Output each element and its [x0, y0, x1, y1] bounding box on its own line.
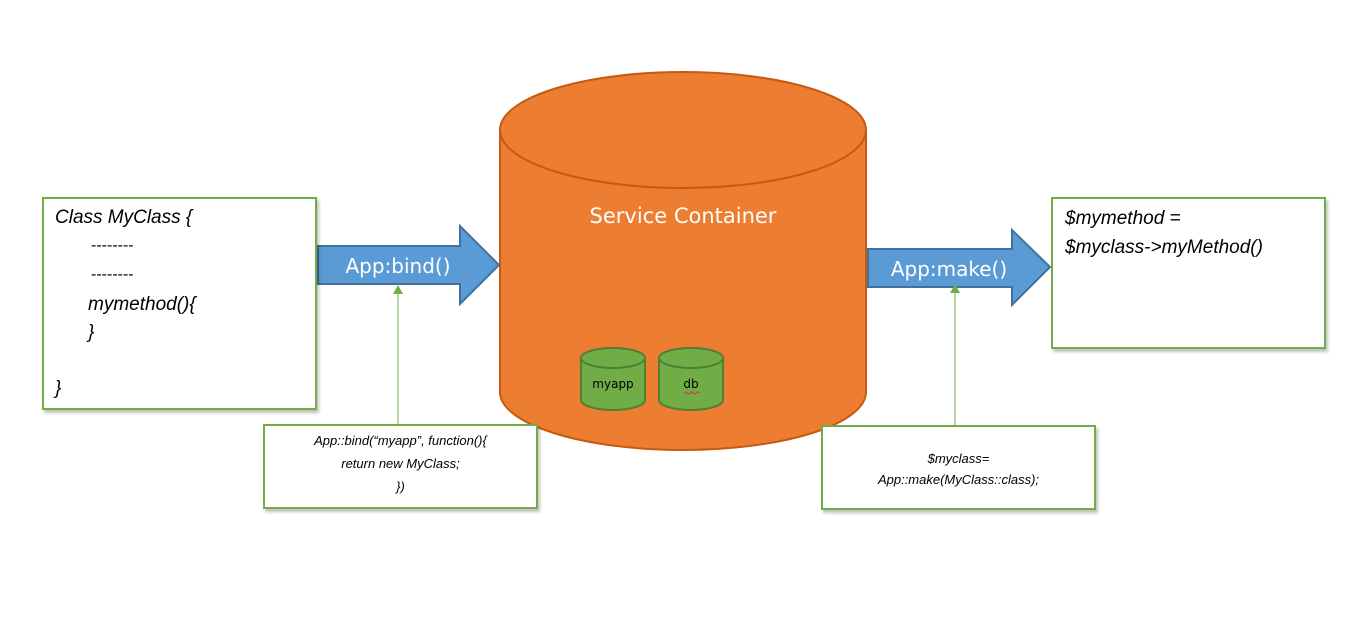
make-code-note: $myclass= App::make(MyClass::class);	[821, 425, 1096, 510]
bind-note-line-2: return new MyClass;	[341, 456, 460, 471]
method-close-brace: }	[88, 322, 95, 343]
result-line-2: $myclass->myMethod()	[1065, 237, 1263, 258]
bind-arrow[interactable]	[317, 223, 501, 307]
make-arrow-label: App:make()	[891, 257, 1007, 281]
result-box: $mymethod = $myclass->myMethod()	[1051, 197, 1326, 349]
code-placeholder-2: --------	[91, 266, 134, 283]
bind-note-line-1: App::bind(“myapp”, function(){	[314, 433, 487, 448]
make-note-line-1: $myclass=	[927, 451, 990, 466]
result-line-1: $mymethod =	[1065, 208, 1181, 229]
myapp-cylinder[interactable]	[580, 347, 646, 411]
myapp-label: myapp	[592, 377, 633, 391]
container-title: Service Container	[590, 204, 777, 228]
method-declaration: mymethod(){	[88, 294, 196, 315]
bind-note-line-3: })	[396, 479, 405, 494]
make-connector	[950, 284, 960, 425]
class-definition-box: Class MyClass { -------- -------- mymeth…	[42, 197, 317, 410]
make-arrow[interactable]	[867, 227, 1052, 308]
bind-connector	[393, 285, 403, 425]
make-note-line-2: App::make(MyClass::class);	[877, 472, 1040, 487]
class-declaration: Class MyClass {	[55, 207, 193, 228]
bind-code-note: App::bind(“myapp”, function(){ return ne…	[263, 424, 538, 509]
db-label: db	[683, 377, 698, 391]
db-cylinder[interactable]	[658, 347, 724, 411]
class-close-brace: }	[55, 378, 62, 399]
bind-arrow-label: App:bind()	[345, 254, 450, 278]
code-placeholder-1: --------	[91, 237, 134, 254]
spellcheck-squiggle	[683, 391, 700, 395]
